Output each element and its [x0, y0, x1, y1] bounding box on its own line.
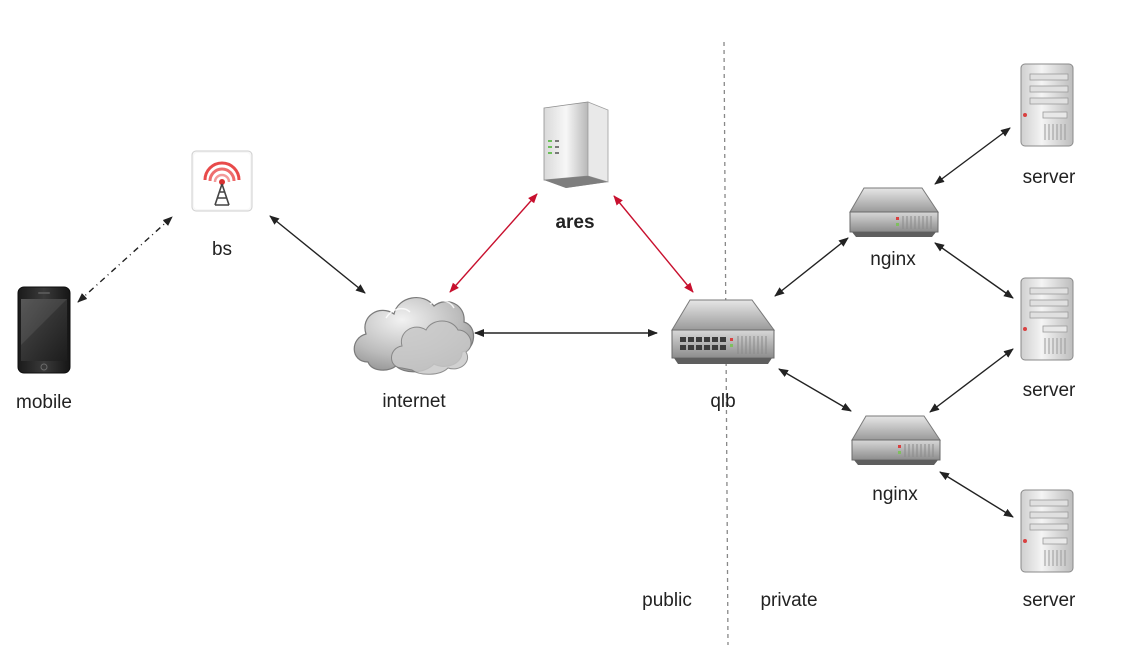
connection-bs-internet [269, 215, 366, 294]
connection-nginx-top-server-1 [934, 127, 1011, 185]
nginx-bottom-label: nginx [872, 484, 918, 505]
server-2-label: server [1023, 380, 1076, 401]
mobile-label: mobile [16, 392, 72, 413]
node-bs: bs [191, 150, 253, 260]
node-internet: internet [353, 297, 475, 412]
qlb-label: qlb [710, 391, 735, 412]
node-nginx-bottom: nginx [851, 415, 941, 505]
bs-label: bs [212, 239, 232, 260]
server-icon [1020, 63, 1074, 147]
zone-private-label: private [760, 590, 817, 611]
cloud-icon [353, 297, 475, 375]
ares-label: ares [555, 212, 594, 233]
zone-public-label: public [642, 590, 692, 611]
network-switch-icon [851, 415, 941, 465]
connections [77, 127, 1014, 518]
server-icon [1020, 489, 1074, 573]
connection-nginx-bottom-server-3 [939, 471, 1014, 518]
network-switch-icon [671, 299, 775, 364]
connection-internet-ares [449, 193, 538, 293]
server-3-label: server [1023, 590, 1076, 611]
connection-qlb-nginx-top [774, 237, 849, 297]
cell-tower-icon [191, 150, 253, 212]
mobile-phone-icon [17, 286, 71, 374]
node-server-1: server [1020, 63, 1076, 188]
connection-ares-qlb [613, 195, 694, 293]
node-nginx-top: nginx [849, 187, 939, 270]
server-1-label: server [1023, 167, 1076, 188]
connection-nginx-bottom-server-2 [929, 348, 1014, 413]
connection-qlb-nginx-bottom [778, 368, 852, 412]
node-qlb: qlb [671, 299, 775, 412]
connection-mobile-bs [77, 216, 173, 303]
node-server-3: server [1020, 489, 1076, 611]
network-switch-icon [849, 187, 939, 237]
tower-server-icon [543, 101, 609, 188]
nginx-top-label: nginx [870, 249, 916, 270]
node-server-2: server [1020, 277, 1076, 401]
server-icon [1020, 277, 1074, 361]
node-ares: ares [543, 101, 609, 233]
connection-nginx-top-server-2 [934, 242, 1014, 299]
internet-label: internet [382, 391, 446, 412]
node-mobile: mobile [16, 286, 72, 413]
